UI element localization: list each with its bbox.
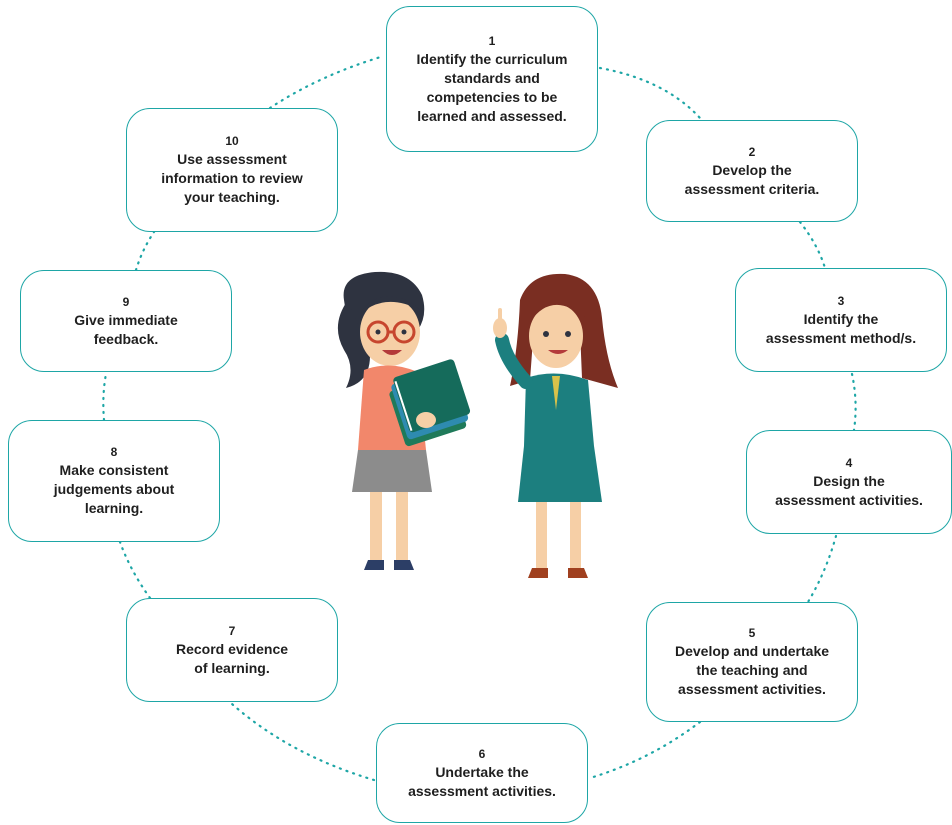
step-text: Identify the curriculum standards and co… xyxy=(416,50,568,124)
step-number: 6 xyxy=(478,746,486,761)
connector-5-6 xyxy=(588,720,702,780)
step-number: 4 xyxy=(845,455,853,470)
step-5-box: 5 Develop and undertake the teaching and… xyxy=(646,602,858,722)
step-number: 10 xyxy=(225,134,239,148)
step-number: 5 xyxy=(748,626,756,640)
step-number: 9 xyxy=(122,294,130,309)
step-text: Use assessment information to review you… xyxy=(161,151,303,205)
step-text: Undertake the assessment activities. xyxy=(408,763,556,799)
step-text: Design the assessment activities. xyxy=(775,472,923,508)
step-text: Give immediate feedback. xyxy=(74,311,178,347)
step-number: 7 xyxy=(228,623,236,638)
teacher-left-figure xyxy=(337,271,471,570)
step-number: 3 xyxy=(837,293,845,308)
step-7-box: 7 Record evidence of learning. xyxy=(126,598,338,702)
connector-9-10 xyxy=(134,230,156,272)
step-6-box: 6 Undertake the assessment activities. xyxy=(376,723,588,823)
step-number: 2 xyxy=(748,144,756,159)
connector-3-4 xyxy=(850,372,857,432)
step-text: Identify the assessment method/s. xyxy=(765,310,917,346)
two-teachers-illustration xyxy=(337,271,618,578)
step-9-box: 9 Give immediate feedback. xyxy=(20,270,232,372)
connector-7-8 xyxy=(118,540,152,600)
step-text: Develop and undertake the teaching and a… xyxy=(674,643,830,697)
connector-8-9 xyxy=(102,372,108,422)
step-text: Develop the assessment criteria. xyxy=(684,161,820,197)
connector-2-3 xyxy=(798,220,827,270)
step-4-box: 4 Design the assessment activities. xyxy=(746,430,952,534)
step-number: 8 xyxy=(110,445,118,459)
connector-6-7 xyxy=(230,702,376,782)
step-number: 1 xyxy=(488,33,496,48)
step-3-box: 3 Identify the assessment method/s. xyxy=(735,268,947,372)
step-1-box: 1 Identify the curriculum standards and … xyxy=(386,6,598,152)
connector-10-1 xyxy=(268,54,386,110)
connector-1-2 xyxy=(598,66,702,120)
step-text: Make consistent judgements about learnin… xyxy=(53,462,175,516)
step-8-box: 8 Make consistent judgements about learn… xyxy=(8,420,220,542)
step-10-box: 10 Use assessment information to review … xyxy=(126,108,338,232)
step-2-box: 2 Develop the assessment criteria. xyxy=(646,120,858,222)
connector-4-5 xyxy=(806,534,838,604)
teacher-right-figure xyxy=(493,273,618,578)
step-text: Record evidence of learning. xyxy=(175,640,289,676)
